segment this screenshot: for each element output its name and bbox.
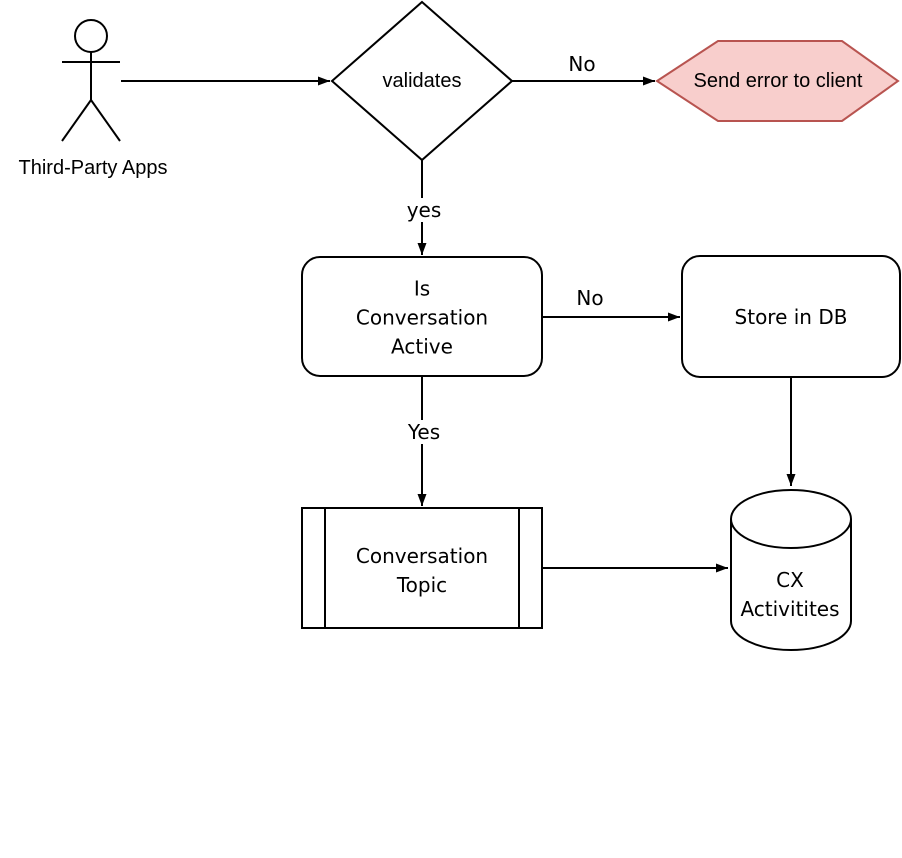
edge-label-active-yes: Yes: [404, 420, 444, 444]
actor-figure: [61, 19, 121, 142]
cx-activities-line-1: CX: [776, 568, 804, 592]
edge-label-active-no: No: [576, 286, 604, 310]
conversation-topic-line-1: Conversation: [355, 544, 489, 568]
cx-activities-label: CX Activitites: [740, 566, 839, 624]
actor-right-leg: [90, 99, 121, 142]
is-conversation-active-line-3: Active: [391, 334, 453, 359]
is-conversation-active-box: [301, 256, 543, 377]
is-conversation-active-line-2: Conversation: [355, 305, 489, 330]
validates-diamond: [330, 0, 514, 162]
cylinder-top-rim: [730, 518, 852, 549]
store-in-db-box: [681, 255, 901, 378]
edge-label-validates-no: No: [568, 52, 596, 76]
actor-left-leg: [61, 99, 92, 142]
edge-label-validates-yes: yes: [403, 198, 445, 222]
conversation-topic-line-2: Topic: [396, 573, 448, 597]
cylinder-body: [730, 489, 852, 651]
send-error-hexagon: [655, 40, 900, 122]
conversation-topic-outline: [301, 507, 543, 629]
cx-activities-line-2: Activitites: [740, 597, 840, 621]
conversation-topic-box: [301, 507, 543, 629]
send-error-label: Send error to client: [693, 70, 863, 92]
actor-label: Third-Party Apps: [18, 157, 168, 179]
cx-activities-cylinder: [730, 489, 852, 651]
conversation-topic-label: Conversation Topic: [356, 542, 488, 600]
validates-label: validates: [382, 70, 462, 92]
actor-head: [74, 19, 108, 53]
is-conversation-active-label: Is Conversation Active: [356, 275, 488, 362]
store-in-db-label: Store in DB: [734, 305, 848, 329]
is-conversation-active-line-1: Is: [413, 276, 431, 301]
